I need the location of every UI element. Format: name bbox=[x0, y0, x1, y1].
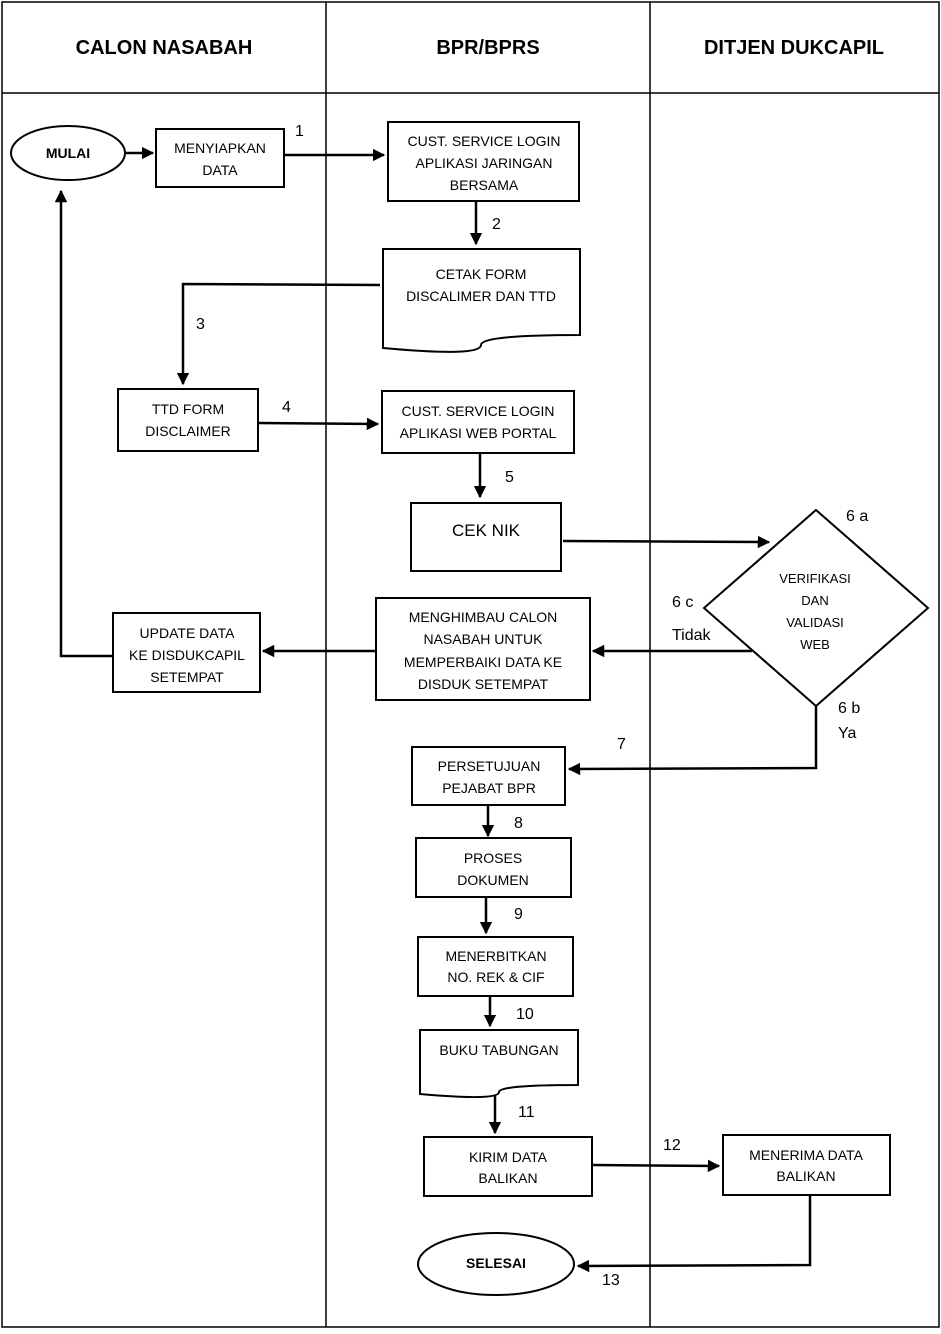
label-menerbitkan-line-1: MENERBITKAN bbox=[445, 948, 546, 964]
step-number-6b: 6 b bbox=[838, 700, 860, 717]
step-number-8: 8 bbox=[514, 815, 523, 832]
box-proses-dokumen bbox=[415, 837, 572, 898]
document-buku-tabungan bbox=[419, 1029, 579, 1099]
label-menerima-line-1: MENERIMA DATA bbox=[749, 1147, 863, 1163]
branch-label-ya: Ya bbox=[838, 725, 856, 742]
arrow-step-13 bbox=[576, 1195, 812, 1273]
box-ttd-form bbox=[117, 388, 259, 452]
box-menerima-data bbox=[722, 1134, 891, 1196]
arrow-step-6b-7-ya bbox=[567, 706, 818, 776]
label-buku-tabungan: BUKU TABUNGAN bbox=[439, 1042, 558, 1058]
label-kirim-line-1: KIRIM DATA bbox=[469, 1149, 548, 1165]
lane-header-bpr-bprs: BPR/BPRS bbox=[436, 37, 539, 59]
label-menghimbau-line-4: DISDUK SETEMPAT bbox=[418, 676, 549, 692]
label-menghimbau-line-3: MEMPERBAIKI DATA KE bbox=[404, 654, 562, 670]
step-number-1: 1 bbox=[295, 123, 304, 140]
arrow-step-12 bbox=[591, 1159, 721, 1173]
label-menghimbau-line-1: MENGHIMBAU CALON bbox=[409, 609, 558, 625]
label-verifikasi-line-4: WEB bbox=[800, 637, 830, 652]
label-cs-jaringan-line-3: BERSAMA bbox=[450, 177, 519, 193]
label-menyiapkan-line-1: MENYIAPKAN bbox=[174, 140, 266, 156]
box-update-data bbox=[112, 612, 261, 693]
label-verifikasi-line-1: VERIFIKASI bbox=[779, 571, 851, 586]
label-persetujuan-line-1: PERSETUJUAN bbox=[438, 758, 541, 774]
step-number-13: 13 bbox=[602, 1272, 620, 1289]
label-menyiapkan-line-2: DATA bbox=[202, 162, 238, 178]
label-kirim-line-2: BALIKAN bbox=[478, 1170, 537, 1186]
document-cetak-form bbox=[382, 248, 581, 353]
label-cek-nik: CEK NIK bbox=[452, 521, 521, 540]
label-mulai: MULAI bbox=[46, 145, 90, 161]
box-menghimbau bbox=[375, 597, 591, 701]
box-cek-nik bbox=[410, 502, 562, 572]
label-cetak-form-line-1: CETAK FORM bbox=[436, 266, 527, 282]
box-cs-login-jaringan bbox=[387, 121, 580, 202]
label-verifikasi-line-2: DAN bbox=[801, 593, 828, 608]
label-proses-line-2: DOKUMEN bbox=[457, 872, 529, 888]
label-cetak-form-line-2: DISCALIMER DAN TTD bbox=[406, 288, 556, 304]
step-number-3: 3 bbox=[196, 316, 205, 333]
step-number-12: 12 bbox=[663, 1137, 681, 1154]
box-cs-login-web bbox=[381, 390, 575, 454]
step-number-6c: 6 c bbox=[672, 594, 693, 611]
label-verifikasi-line-3: VALIDASI bbox=[786, 615, 844, 630]
step-number-10: 10 bbox=[516, 1006, 534, 1023]
lane-header-ditjen-dukcapil: DITJEN DUKCAPIL bbox=[704, 37, 884, 59]
label-cs-web-line-1: CUST. SERVICE LOGIN bbox=[401, 403, 554, 419]
label-update-line-1: UPDATE DATA bbox=[140, 625, 236, 641]
label-cs-jaringan-line-1: CUST. SERVICE LOGIN bbox=[407, 133, 560, 149]
step-number-4: 4 bbox=[282, 399, 291, 416]
arrow-step-3 bbox=[176, 282, 381, 386]
end-terminal bbox=[417, 1232, 575, 1296]
box-menerbitkan bbox=[417, 936, 574, 997]
decision-verifikasi bbox=[702, 508, 930, 708]
step-number-11: 11 bbox=[518, 1104, 535, 1121]
step-number-5: 5 bbox=[505, 469, 514, 486]
label-cs-web-line-2: APLIKASI WEB PORTAL bbox=[400, 425, 557, 441]
step-number-2: 2 bbox=[492, 216, 501, 233]
label-update-line-3: SETEMPAT bbox=[150, 669, 224, 685]
arrow-step-6a bbox=[562, 535, 771, 549]
label-cs-jaringan-line-2: APLIKASI JARINGAN bbox=[416, 155, 553, 171]
label-ttd-form-line-1: TTD FORM bbox=[152, 401, 224, 417]
arrow-update-to-mulai bbox=[54, 189, 113, 658]
label-menerima-line-2: BALIKAN bbox=[776, 1168, 835, 1184]
box-kirim-data bbox=[423, 1136, 593, 1197]
branch-label-tidak: Tidak bbox=[672, 627, 712, 644]
lane-header-calon-nasabah: CALON NASABAH bbox=[76, 37, 253, 59]
box-persetujuan bbox=[411, 746, 566, 806]
step-number-6a: 6 a bbox=[846, 508, 868, 525]
step-number-9: 9 bbox=[514, 906, 523, 923]
label-menerbitkan-line-2: NO. REK & CIF bbox=[447, 969, 544, 985]
label-persetujuan-line-2: PEJABAT BPR bbox=[442, 780, 536, 796]
step-number-7: 7 bbox=[617, 736, 626, 753]
label-menghimbau-line-2: NASABAH UNTUK bbox=[423, 631, 543, 647]
label-proses-line-1: PROSES bbox=[464, 850, 522, 866]
label-ttd-form-line-2: DISCLAIMER bbox=[145, 423, 231, 439]
arrow-step-4 bbox=[257, 417, 380, 431]
label-update-line-2: KE DISDUKCAPIL bbox=[129, 647, 245, 663]
box-menyiapkan-data bbox=[155, 128, 285, 188]
label-selesai: SELESAI bbox=[466, 1255, 526, 1271]
